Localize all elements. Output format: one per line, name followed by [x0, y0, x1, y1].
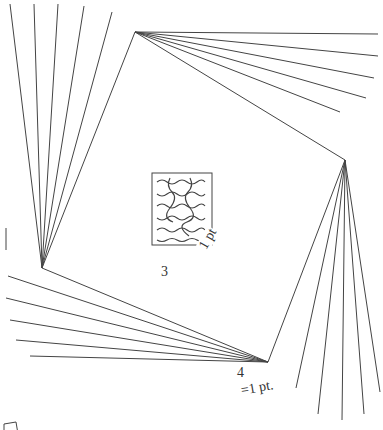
fan-lines-top — [135, 32, 378, 112]
handwritten-note: 3 — [160, 265, 169, 279]
fan-lines-right — [296, 160, 380, 420]
fan-lines-left — [10, 4, 112, 268]
handwritten-note: 1 pt — [196, 225, 220, 252]
handwritten-note: =1 pt. — [239, 378, 276, 398]
fan-lines-bottom — [6, 276, 268, 362]
handwritten-note: 4 — [236, 366, 245, 380]
tilted-square — [42, 32, 345, 362]
corner-mark — [4, 422, 18, 430]
side-mark — [6, 228, 7, 250]
texture-squiggles — [157, 178, 205, 242]
